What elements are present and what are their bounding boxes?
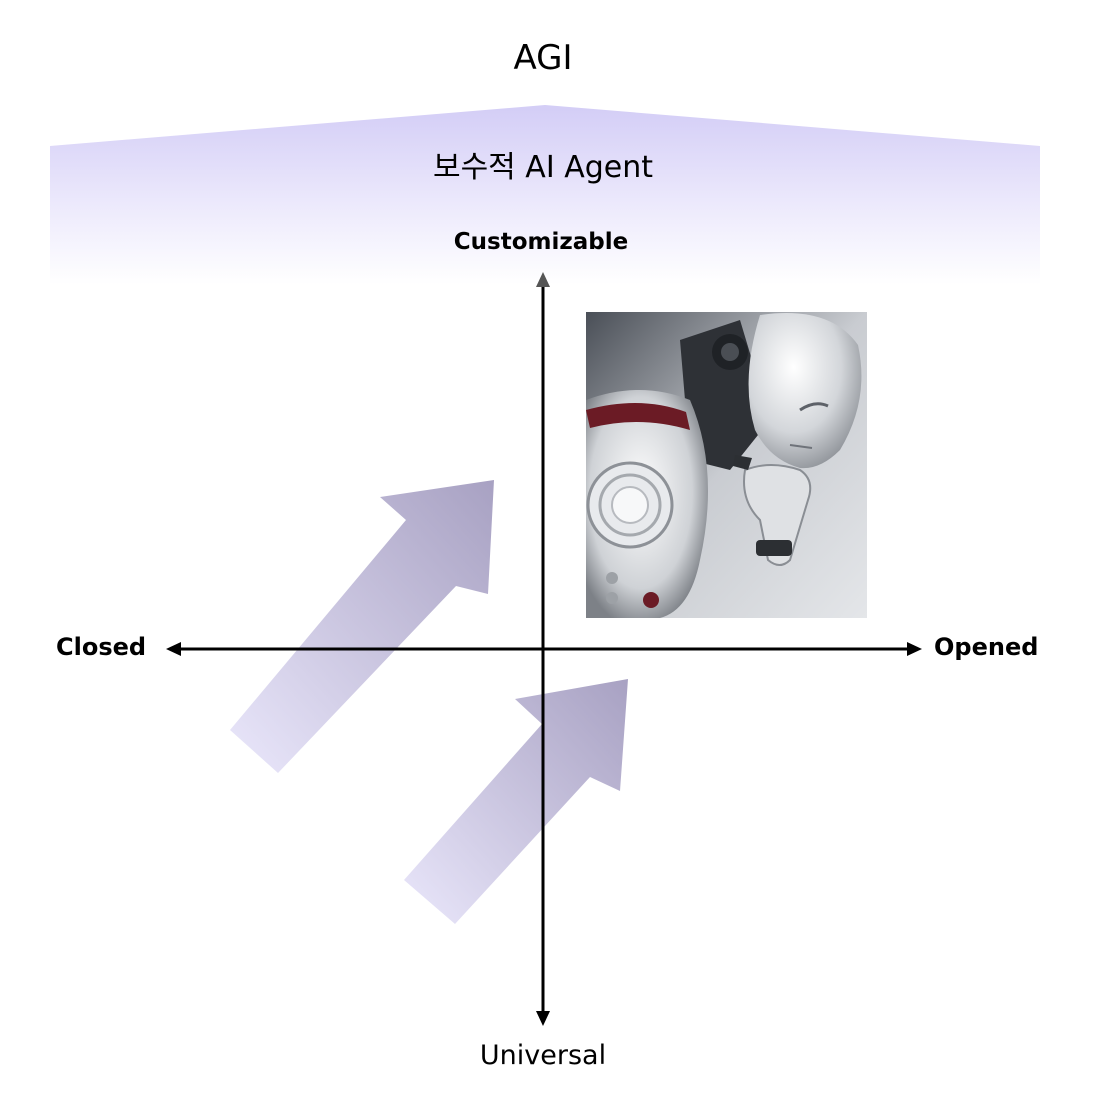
axis-arrow-up (536, 272, 550, 287)
trend-arrow-lower (404, 679, 628, 924)
conservative-agent-label: 보수적 AI Agent (432, 150, 654, 185)
axis-label-customizable: Customizable (453, 229, 629, 255)
axis-label-universal: Universal (479, 1040, 607, 1071)
axis-label-opened: Opened (934, 633, 1039, 661)
agi-title: AGI (513, 38, 573, 78)
trend-arrow-upper (230, 480, 494, 773)
robot-thinker-icon (586, 312, 867, 618)
axis-arrow-right (907, 642, 922, 656)
axes (166, 272, 922, 1026)
axis-label-closed: Closed (56, 633, 147, 661)
conservative-agent-band (50, 105, 1040, 285)
axis-arrow-down (536, 1011, 550, 1026)
axis-arrow-left (166, 642, 181, 656)
